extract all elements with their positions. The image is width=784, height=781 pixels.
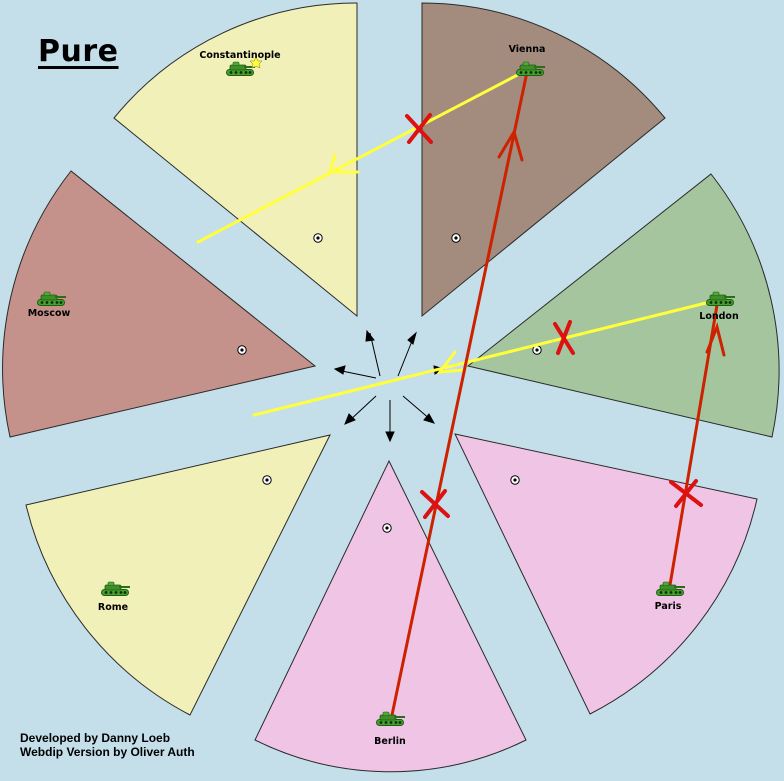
territory-rome[interactable] <box>25 434 331 716</box>
territory-paris[interactable] <box>454 433 758 715</box>
label-constantinople: Constantinople <box>199 50 280 61</box>
supply-center-berlin <box>382 523 392 533</box>
label-moscow: Moscow <box>28 308 71 319</box>
territory-london[interactable] <box>466 173 780 438</box>
supply-center-vienna <box>451 233 461 243</box>
supply-center-constantinople <box>313 233 323 243</box>
label-london: London <box>699 311 739 322</box>
credits-developer: Developed by Danny Loeb <box>20 731 171 745</box>
red-orders <box>390 70 726 717</box>
failed-order-marks <box>405 113 703 519</box>
territory-moscow[interactable] <box>2 170 317 438</box>
label-paris: Paris <box>655 601 682 612</box>
center-arrows <box>333 329 446 443</box>
label-berlin: Berlin <box>374 736 406 747</box>
territory-constantinople[interactable] <box>113 2 358 318</box>
territory-berlin[interactable] <box>254 459 527 773</box>
supply-center-paris <box>510 475 520 485</box>
yellow-orders <box>196 68 712 417</box>
credits-webdip: Webdip Version by Oliver Auth <box>20 745 195 759</box>
territory-vienna[interactable] <box>421 2 666 318</box>
label-vienna: Vienna <box>509 44 546 55</box>
credits: Developed by Danny Loeb Webdip Version b… <box>20 731 195 759</box>
supply-center-rome <box>262 475 272 485</box>
label-rome: Rome <box>98 602 128 613</box>
star-icon <box>249 56 263 69</box>
supply-center-moscow <box>237 345 247 355</box>
map-title: Pure <box>38 34 119 69</box>
